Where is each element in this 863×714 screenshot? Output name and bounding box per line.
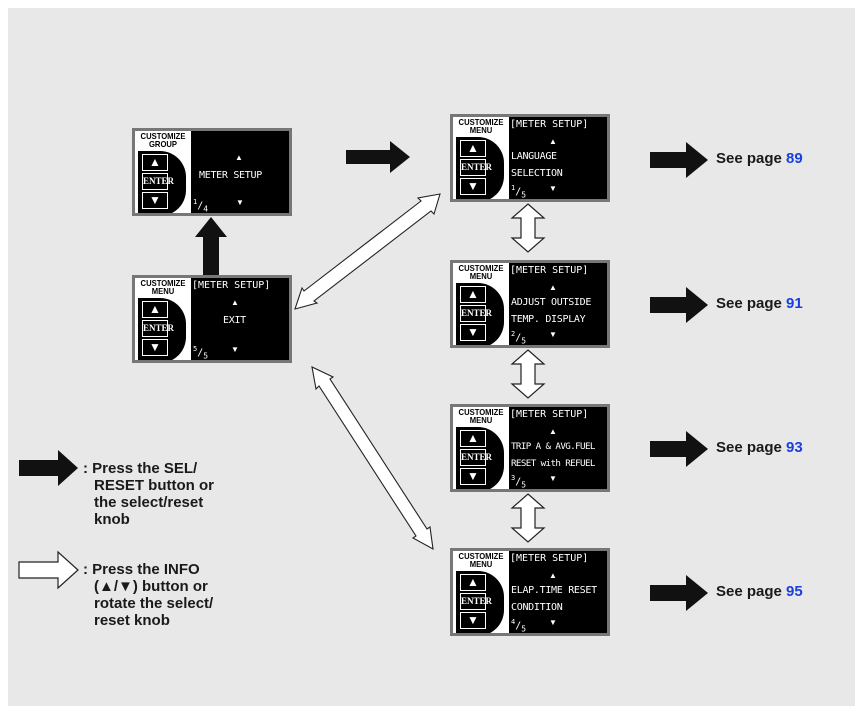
page-link-95[interactable]: 95	[786, 583, 803, 600]
black-arrow-see-93	[650, 431, 708, 467]
see-page-95: See page 95	[716, 583, 803, 600]
white-diagonal-arrow-exit-language	[294, 193, 441, 310]
control-cluster: ▲ ENTER ▼	[138, 298, 186, 360]
black-arrow-see-89	[650, 142, 708, 178]
screen-line2: CONDITION	[511, 602, 563, 613]
page-indicator: 4/5	[511, 618, 527, 634]
screen-line1: EXIT	[223, 315, 246, 326]
control-cluster: ▲ ENTER ▼	[138, 151, 186, 213]
up-indicator-icon: ▲	[231, 298, 239, 307]
up-indicator-icon: ▲	[549, 137, 557, 146]
down-indicator-icon: ▼	[549, 184, 557, 193]
legend-white-arrow-text: : Press the INFO (▲/▼) button or rotate …	[83, 561, 214, 629]
white-double-arrow-2-3	[510, 349, 546, 399]
enter-button[interactable]: ENTER	[460, 593, 492, 610]
down-button[interactable]: ▼	[142, 339, 168, 356]
page-link-89[interactable]: 89	[786, 150, 803, 167]
down-indicator-icon: ▼	[231, 345, 239, 354]
control-cluster: ▲ ENTER ▼	[456, 283, 504, 345]
up-indicator-icon: ▲	[235, 153, 243, 162]
down-indicator-icon: ▼	[549, 618, 557, 627]
down-button[interactable]: ▼	[142, 192, 168, 209]
legend-black-arrow-text: : Press the SEL/ RESET button or the sel…	[83, 460, 214, 528]
black-arrow-see-95	[650, 575, 708, 611]
enter-button[interactable]: ENTER	[460, 449, 492, 466]
screen-title: [METER SETUP]	[510, 409, 589, 420]
screen-line1: ADJUST OUTSIDE	[511, 297, 592, 308]
legend-black-arrow	[19, 450, 78, 486]
page-indicator: 1/5	[511, 184, 527, 200]
down-button[interactable]: ▼	[460, 178, 486, 195]
white-double-arrow-3-4	[510, 493, 546, 543]
enter-button[interactable]: ENTER	[142, 173, 174, 190]
down-indicator-icon: ▼	[236, 198, 244, 207]
screen-line2: SELECTION	[511, 168, 563, 179]
up-button[interactable]: ▲	[142, 154, 168, 171]
page-link-91[interactable]: 91	[786, 295, 803, 312]
see-page-89: See page 89	[716, 150, 803, 167]
up-button[interactable]: ▲	[460, 574, 486, 591]
up-indicator-icon: ▲	[549, 427, 557, 436]
screen-title: [METER SETUP]	[510, 265, 589, 276]
screen-line1: LANGUAGE	[511, 151, 557, 162]
screen-line2: RESET with REFUEL	[511, 458, 595, 469]
enter-button[interactable]: ENTER	[460, 305, 492, 322]
enter-button[interactable]: ENTER	[142, 320, 174, 337]
page-indicator: 3/5	[511, 474, 527, 490]
black-arrow-group-to-language	[346, 141, 410, 173]
white-diagonal-arrow-exit-elap	[311, 366, 434, 551]
black-arrow-see-91	[650, 287, 708, 323]
up-button[interactable]: ▲	[460, 140, 486, 157]
screen-title: [METER SETUP]	[510, 119, 589, 130]
down-indicator-icon: ▼	[549, 474, 557, 483]
up-indicator-icon: ▲	[549, 283, 557, 292]
down-indicator-icon: ▼	[549, 330, 557, 339]
down-button[interactable]: ▼	[460, 468, 486, 485]
page-indicator: 1/4	[193, 198, 209, 214]
down-button[interactable]: ▼	[460, 612, 486, 629]
see-page-93: See page 93	[716, 439, 803, 456]
control-cluster: ▲ ENTER ▼	[456, 137, 504, 199]
legend-white-arrow	[18, 550, 79, 590]
enter-button[interactable]: ENTER	[460, 159, 492, 176]
screen-line1: ELAP.TIME RESET	[511, 585, 597, 596]
white-double-arrow-1-2	[510, 203, 546, 253]
up-button[interactable]: ▲	[142, 301, 168, 318]
up-button[interactable]: ▲	[460, 430, 486, 447]
black-arrow-exit-to-group	[195, 217, 227, 275]
screen-title: [METER SETUP]	[510, 553, 589, 564]
page-indicator: 5/5	[193, 345, 209, 361]
up-button[interactable]: ▲	[460, 286, 486, 303]
control-cluster: ▲ ENTER ▼	[456, 571, 504, 633]
see-page-91: See page 91	[716, 295, 803, 312]
up-indicator-icon: ▲	[549, 571, 557, 580]
page-indicator: 2/5	[511, 330, 527, 346]
page-link-93[interactable]: 93	[786, 439, 803, 456]
screen-title: [METER SETUP]	[192, 280, 271, 291]
screen-line1: TRIP A & AVG.FUEL	[511, 441, 595, 452]
down-button[interactable]: ▼	[460, 324, 486, 341]
control-cluster: ▲ ENTER ▼	[456, 427, 504, 489]
screen-line1: METER SETUP	[199, 170, 262, 181]
screen-line2: TEMP. DISPLAY	[511, 314, 586, 325]
